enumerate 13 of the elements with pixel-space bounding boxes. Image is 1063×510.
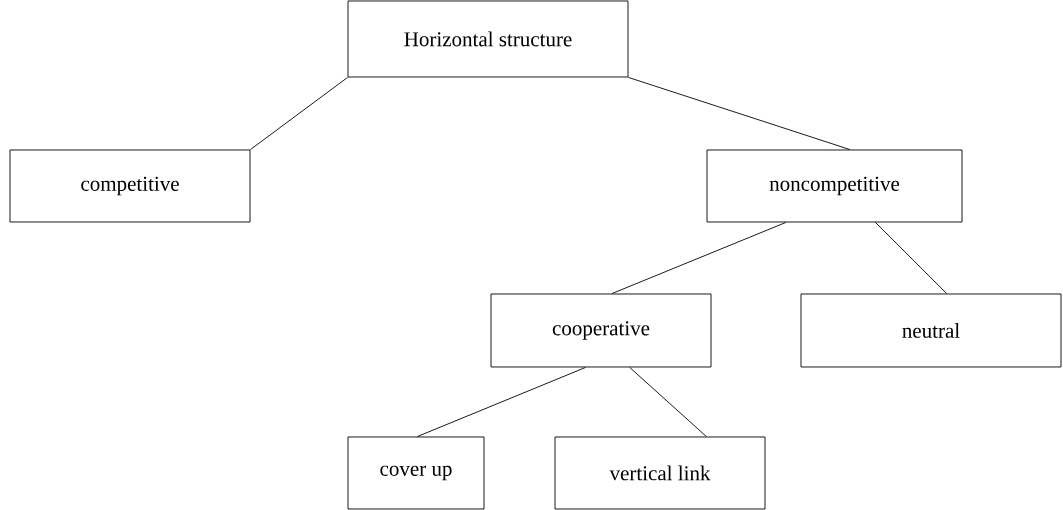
connector-line — [611, 222, 787, 294]
connector-line — [628, 77, 851, 150]
box: cover up — [347, 436, 485, 510]
connector-line — [416, 367, 586, 437]
connector-line — [629, 367, 707, 437]
box: noncompetitive — [706, 149, 963, 223]
box: neutral — [800, 293, 1062, 368]
connector-line — [250, 77, 348, 150]
connector-line — [875, 222, 948, 294]
box: Horizontal structure — [347, 0, 629, 78]
box: vertical link — [554, 436, 766, 510]
box: cooperative — [490, 293, 712, 368]
box: competitive — [9, 149, 251, 223]
